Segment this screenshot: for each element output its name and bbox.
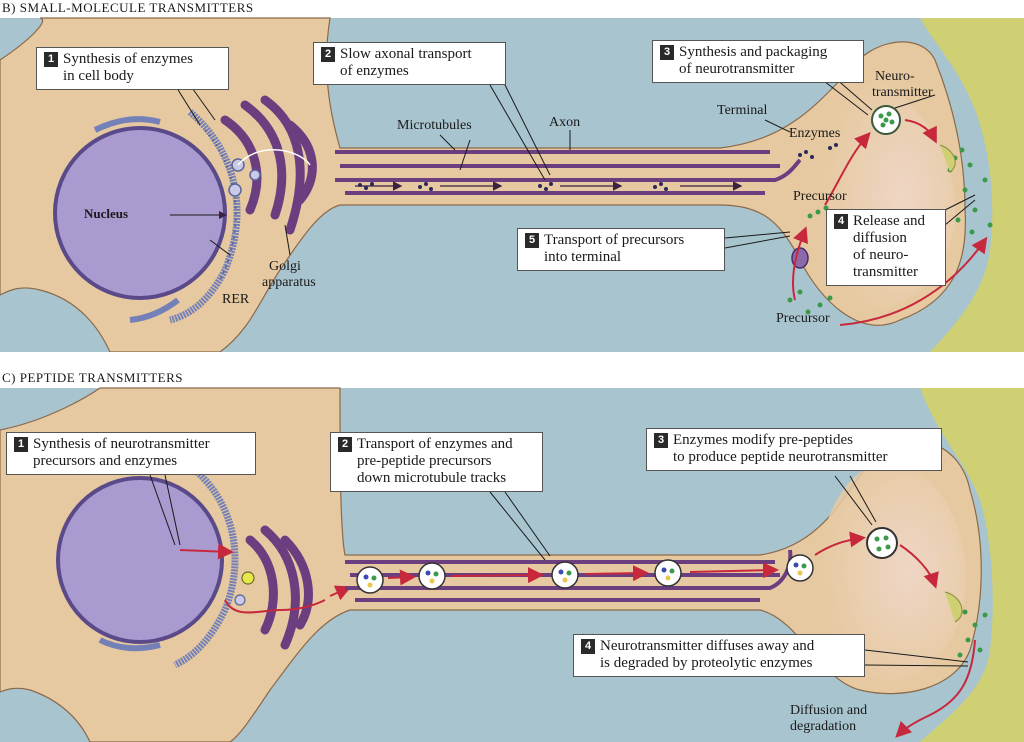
microtubules-b: [335, 150, 802, 195]
callout-text-line: Synthesis of neurotransmitter: [33, 436, 210, 452]
callout-text-line: Release and: [853, 213, 926, 229]
label-diffusion-line2: degradation: [790, 719, 857, 734]
callout-text-line: of neurotransmitter: [679, 61, 795, 77]
callout-c-step-1: 1 Synthesis of neurotransmitter precursor…: [6, 432, 256, 475]
label-golgi-line2: apparatus: [262, 275, 316, 290]
panel-b-heading: B) SMALL-MOLECULE TRANSMITTERS: [2, 0, 254, 15]
label-neuro-line1: Neuro-: [875, 69, 915, 84]
label-golgi-line1: Golgi: [269, 259, 301, 274]
callout-text-line: Transport of precursors: [544, 232, 685, 248]
nucleus-b: [53, 126, 227, 300]
callout-b-step-1: 1 Synthesis of enzymes in cell body: [36, 47, 229, 90]
postsynaptic-cell-c: [920, 388, 1024, 742]
callout-c-step-4: 4 Neurotransmitter diffuses away and is d…: [573, 634, 865, 677]
callout-text-line: Synthesis of enzymes: [63, 51, 193, 67]
callout-text-line: of enzymes: [340, 63, 409, 79]
step-number: 3: [660, 45, 674, 60]
vesicles-c: [356, 527, 898, 594]
label-axon: Axon: [549, 115, 581, 130]
label-diffusion-line1: Diffusion and: [790, 703, 868, 718]
callout-b-step-4: 4 Release and diffusion of neuro- transmi…: [826, 209, 946, 286]
callout-text-line: into terminal: [544, 249, 622, 265]
label-microtubules: Microtubules: [397, 118, 472, 133]
label-rer: RER: [222, 292, 250, 307]
step-number: 2: [321, 47, 335, 62]
golgi-b: [220, 95, 317, 235]
pointers-b: [170, 77, 976, 256]
label-enzymes: Enzymes: [789, 126, 841, 141]
callout-text-line: diffusion: [853, 230, 907, 246]
nucleus-c: [56, 476, 224, 644]
step-number: 3: [654, 433, 668, 448]
callout-text-line: Synthesis and packaging: [679, 44, 828, 60]
callout-text-line: to produce peptide neurotransmitter: [673, 449, 888, 465]
neuron-b: [0, 17, 966, 353]
panel-c-heading: C) PEPTIDE TRANSMITTERS: [2, 370, 183, 385]
step-number: 1: [14, 437, 28, 452]
step-number: 2: [338, 437, 352, 452]
rer-b: [169, 109, 241, 324]
label-precursor-outside: Precursor: [776, 311, 830, 326]
step-number: 4: [581, 639, 595, 654]
callout-text-line: Enzymes modify pre-peptides: [673, 432, 853, 448]
callout-b-step-3: 3 Synthesis and packaging of neurotransmi…: [652, 40, 864, 83]
step-number: 5: [525, 233, 539, 248]
step-number: 1: [44, 52, 58, 67]
callout-text-line: down microtubule tracks: [357, 470, 507, 486]
callout-text-line: in cell body: [63, 68, 134, 84]
callout-b-step-2: 2 Slow axonal transport of enzymes: [313, 42, 506, 85]
callout-c-step-2: 2 Transport of enzymes and pre-peptide pr…: [330, 432, 543, 492]
callout-text-line: pre-peptide precursors: [357, 453, 492, 469]
callout-b-step-5: 5 Transport of precursors into terminal: [517, 228, 725, 271]
callout-text-line: Slow axonal transport: [340, 46, 472, 62]
label-terminal: Terminal: [717, 103, 768, 118]
callout-text-line: precursors and enzymes: [33, 453, 178, 469]
callout-text-line: is degraded by proteolytic enzymes: [600, 655, 813, 671]
label-nucleus: Nucleus: [84, 206, 129, 221]
golgi-c: [245, 525, 313, 650]
step-number: 4: [834, 214, 848, 229]
label-precursor-inside: Precursor: [793, 189, 847, 204]
neuron-c: [0, 387, 982, 742]
callout-text-line: Transport of enzymes and: [357, 436, 513, 452]
pointers-c: [149, 474, 969, 667]
callout-text-line: Neurotransmitter diffuses away and: [600, 638, 815, 654]
callout-c-step-3: 3 Enzymes modify pre-peptides to produce …: [646, 428, 942, 471]
callout-text-line: transmitter: [853, 264, 918, 280]
rer-c: [173, 467, 239, 669]
label-neuro-line2: transmitter: [872, 85, 933, 100]
callout-text-line: of neuro-: [853, 247, 909, 263]
postsynaptic-cell-b: [920, 18, 1024, 352]
